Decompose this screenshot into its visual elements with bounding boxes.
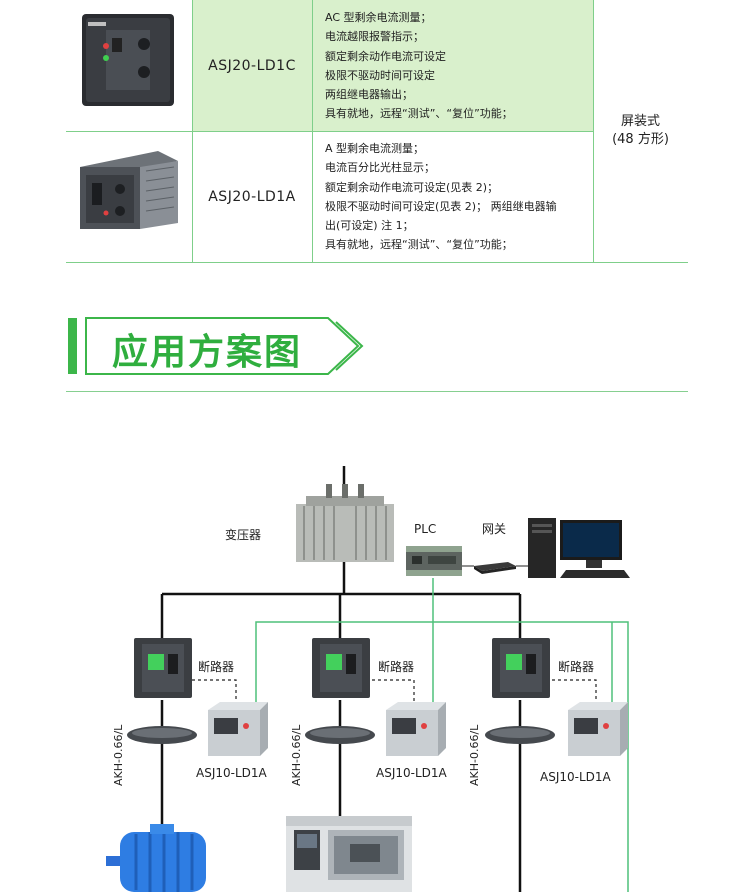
section-title-frame [85, 317, 364, 375]
feature-line: A 型剩余电流测量； [325, 142, 425, 155]
mount-type: 屏装式 [620, 114, 660, 129]
breaker-label: 断路器 [198, 660, 235, 674]
feature-line: AC 型剩余电流测量； [325, 11, 432, 24]
ct-model-label: AKH-0.66/L [112, 724, 125, 786]
feature-line: 额定剩余动作电流可设定 [325, 49, 446, 63]
ct-model-label: AKH-0.66/L [290, 724, 303, 786]
ct-model-label: AKH-0.66/L [468, 724, 481, 786]
relay-icon [568, 702, 628, 756]
relay-icon [208, 702, 268, 756]
mount-size: (48 方形) [612, 132, 669, 147]
product-image-asj20-ld1a [66, 131, 192, 262]
feature-line: 电流越限报警指示； [325, 30, 424, 44]
breaker-icon [134, 638, 192, 698]
plc-label: PLC [414, 522, 437, 536]
product-table: ASJ20-LD1C AC 型剩余电流测量； 电流越限报警指示； 额定剩余动作电… [66, 0, 688, 263]
feature-list: A 型剩余电流测量； 电流百分比光柱显示； 额定剩余动作电流可设定(见表 2)；… [312, 131, 593, 262]
model-name: ASJ20-LD1C [192, 0, 312, 131]
breaker-icon [492, 638, 550, 698]
section-divider [66, 391, 688, 392]
ct-sensor-icon [127, 726, 197, 744]
feature-line: 极限不驱动时间可设定(见表 2)； 两组继电器输 [325, 199, 557, 213]
gateway-icon [474, 562, 516, 574]
section-accent-bar [68, 318, 77, 374]
product-image-asj20-ld1c [66, 0, 192, 131]
relay-label: ASJ10-LD1A [376, 766, 447, 780]
relay-label: ASJ10-LD1A [196, 766, 267, 780]
table-row: ASJ20-LD1C AC 型剩余电流测量； 电流越限报警指示； 额定剩余动作电… [66, 0, 688, 131]
breaker-icon [312, 638, 370, 698]
transformer-label: 变压器 [225, 528, 262, 542]
feature-line: 极限不驱动时间可设定 [325, 68, 435, 82]
machine-tool-icon [286, 816, 412, 892]
breaker-label: 断路器 [378, 660, 415, 674]
model-name: ASJ20-LD1A [208, 188, 296, 205]
section-title: 应用方案图 [112, 332, 303, 373]
feature-line: 具有就地，远程“测试”、“复位”功能； [325, 107, 513, 121]
relay-label: ASJ10-LD1A [540, 770, 611, 784]
table-row: ASJ20-LD1A A 型剩余电流测量； 电流百分比光柱显示； 额定剩余动作电… [66, 131, 688, 262]
breaker-label: 断路器 [558, 660, 595, 674]
motor-icon [106, 824, 206, 892]
ct-sensor-icon [305, 726, 375, 744]
feature-line: 电流百分比光柱显示； [325, 161, 435, 175]
feature-line: 额定剩余动作电流可设定(见表 2)； [325, 180, 499, 194]
feature-line: 出(可设定) 注 1； [325, 219, 414, 233]
transformer-icon [296, 484, 394, 562]
table-divider [593, 0, 594, 262]
ct-sensor-icon [485, 726, 555, 744]
relay-icon [386, 702, 446, 756]
plc-icon [406, 546, 462, 576]
mount-type-cell: 屏装式 (48 方形) [593, 0, 688, 262]
table-divider [66, 262, 688, 263]
feature-line: 具有就地，远程“测试”、“复位”功能； [325, 238, 513, 252]
feature-line: 两组继电器输出； [325, 88, 413, 102]
table-divider [66, 131, 593, 132]
computer-icon [528, 518, 630, 578]
feature-list: AC 型剩余电流测量； 电流越限报警指示； 额定剩余动作电流可设定 极限不驱动时… [312, 0, 593, 131]
gateway-label: 网关 [482, 522, 507, 536]
